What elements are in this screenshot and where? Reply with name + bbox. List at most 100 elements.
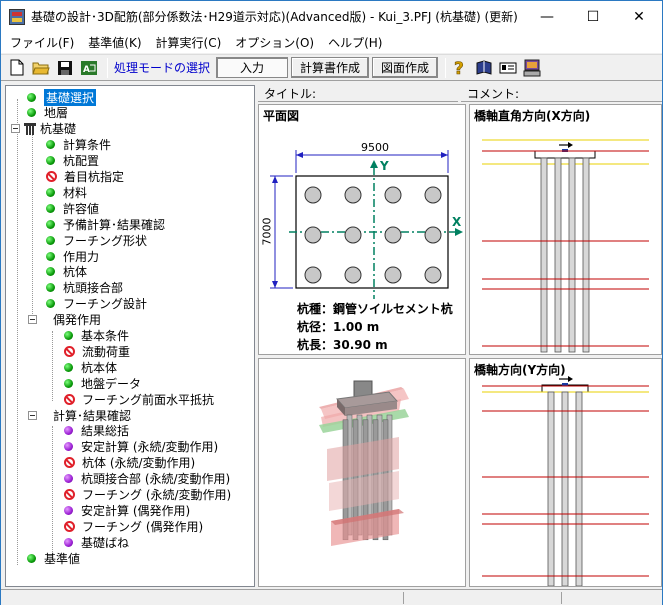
computer-icon[interactable]: [522, 58, 542, 78]
tree-item[interactable]: 計算条件: [46, 137, 111, 153]
status-separator: [403, 592, 404, 604]
pile-section: [575, 391, 583, 586]
collapse-icon[interactable]: [11, 124, 20, 134]
save-icon[interactable]: [55, 58, 75, 78]
side-view-x-drawing: [482, 139, 649, 353]
tree-item[interactable]: フーチング設計: [46, 296, 147, 312]
tree-item[interactable]: フーチング (偶発作用): [64, 518, 203, 534]
pile-circle: [384, 266, 402, 284]
report-mode-button[interactable]: 計算書作成: [291, 57, 370, 78]
tree-item[interactable]: 結果総括: [64, 423, 129, 439]
tree-item[interactable]: 杭頭接合部 (永続/変動作用): [64, 471, 230, 487]
menu-file[interactable]: ファイル(F): [10, 36, 75, 50]
tree-item-label: 杭基礎: [40, 122, 77, 137]
tree-connector: [52, 331, 53, 401]
title-field-label: タイトル:: [264, 86, 317, 101]
tree-item[interactable]: 杭本体: [64, 359, 117, 375]
open-folder-icon[interactable]: [31, 58, 51, 78]
tree-item[interactable]: 基準値: [27, 550, 80, 566]
tree-item[interactable]: 作用力: [46, 248, 99, 264]
tree-item-label: フーチング前面水平抵抗: [82, 392, 215, 407]
tree-item-label: フーチング設計: [63, 297, 148, 312]
tree-item[interactable]: 偶発作用: [28, 312, 101, 328]
card-icon[interactable]: [498, 58, 518, 78]
tree-item-label: 杭本体: [81, 360, 118, 375]
tree-item[interactable]: 計算･結果確認: [28, 407, 131, 423]
input-mode-button[interactable]: 入力: [216, 57, 289, 78]
tree-item[interactable]: 流動荷重: [64, 343, 130, 359]
pile-circle: [384, 186, 402, 204]
menu-options[interactable]: オプション(O): [235, 36, 315, 50]
navigation-tree[interactable]: 基礎選択地層杭基礎計算条件杭配置着目杭指定材料許容値予備計算･結果確認フーチング…: [5, 85, 255, 587]
side-view-x-panel[interactable]: 橋軸直角方向(X方向): [469, 104, 662, 355]
tree-item-label: 基礎ばね: [81, 535, 130, 550]
tree-item[interactable]: 基礎選択: [27, 88, 97, 106]
status-done-icon: [46, 299, 55, 309]
tree-item[interactable]: 地盤データ: [64, 375, 141, 391]
title-field[interactable]: タイトル:: [258, 85, 458, 102]
svg-text:A: A: [83, 65, 90, 75]
status-separator: [561, 592, 562, 604]
collapse-icon[interactable]: [28, 315, 37, 325]
tree-item[interactable]: フーチング形状: [46, 232, 147, 248]
pile-type: 杭種：鋼管ソイルセメント杭: [297, 302, 453, 316]
tree-item[interactable]: 杭配置: [46, 153, 99, 169]
pile-diameter: 杭径：1.00 m: [297, 320, 380, 334]
maximize-button[interactable]: ☐: [586, 8, 600, 25]
tree-item-label: 杭頭接合部: [63, 281, 124, 296]
tree-item[interactable]: フーチング (永続/変動作用): [64, 487, 231, 503]
side-view-y-panel[interactable]: 橋軸方向(Y方向): [469, 358, 662, 587]
status-disabled-icon: [64, 457, 75, 469]
tree-item-label: 杭体 (永続/変動作用): [82, 456, 196, 471]
minimize-button[interactable]: —: [540, 8, 554, 25]
tree-item[interactable]: 材料: [46, 184, 87, 200]
tree-item[interactable]: 杭体 (永続/変動作用): [64, 455, 195, 471]
tree-item[interactable]: 許容値: [46, 200, 99, 216]
tree-item-label: 計算･結果確認: [53, 408, 132, 423]
status-disabled-icon: [64, 520, 75, 532]
close-button[interactable]: ✕: [633, 8, 645, 25]
tree-item-label: 着目杭指定: [64, 170, 125, 184]
tree-item[interactable]: 杭基礎: [11, 121, 76, 137]
tree-item-label: 偶発作用: [53, 313, 102, 328]
tree-item[interactable]: 杭体: [46, 264, 87, 280]
tree-item[interactable]: 安定計算 (永続/変動作用): [64, 439, 218, 455]
new-file-icon[interactable]: [7, 58, 27, 78]
menu-calculate[interactable]: 計算実行(C): [155, 36, 222, 50]
tree-item[interactable]: 地層: [27, 105, 68, 121]
comment-field[interactable]: コメント:: [461, 85, 662, 102]
pile-length: 杭長：30.90 m: [297, 338, 388, 352]
pile-section: [568, 157, 576, 353]
menu-standard[interactable]: 基準値(K): [88, 36, 142, 50]
status-done-icon: [64, 378, 73, 388]
status-disabled-icon: [64, 489, 75, 500]
drawing-mode-button[interactable]: 図面作成: [372, 57, 439, 78]
tree-item[interactable]: 基本条件: [64, 328, 129, 344]
help-icon[interactable]: ?: [450, 58, 470, 78]
status-done-icon: [64, 362, 73, 372]
tree-item[interactable]: 着目杭指定: [46, 169, 124, 185]
height-dimension-label: 7000: [260, 217, 274, 246]
tree-item[interactable]: 杭頭接合部: [46, 280, 123, 296]
width-dimension-label: 9500: [361, 141, 389, 154]
tree-item-label: 基本条件: [81, 329, 130, 343]
side-view-x-title: 橋軸直角方向(X方向): [474, 109, 591, 123]
status-done-icon: [46, 156, 55, 166]
tree-item[interactable]: フーチング前面水平抵抗: [64, 391, 214, 407]
footing-section: [534, 150, 596, 159]
tree-connector: [52, 426, 53, 552]
pile-circle: [304, 266, 322, 284]
tree-item-label: 基礎選択: [44, 88, 97, 106]
pile-circle: [424, 186, 442, 204]
tree-connector: [17, 99, 18, 565]
book-icon[interactable]: [474, 58, 494, 78]
tree-item[interactable]: 予備計算･結果確認: [46, 216, 165, 232]
menu-help[interactable]: ヘルプ(H): [328, 36, 383, 50]
export-icon[interactable]: A: [79, 58, 99, 78]
tree-item-label: 流動荷重: [82, 344, 131, 359]
3d-view-panel[interactable]: [258, 358, 466, 587]
tree-item[interactable]: 安定計算 (偶発作用): [64, 502, 190, 518]
collapse-icon[interactable]: [28, 410, 37, 420]
plan-view-panel[interactable]: 平面図 9500 700: [258, 104, 466, 355]
tree-item[interactable]: 基礎ばね: [64, 534, 129, 550]
